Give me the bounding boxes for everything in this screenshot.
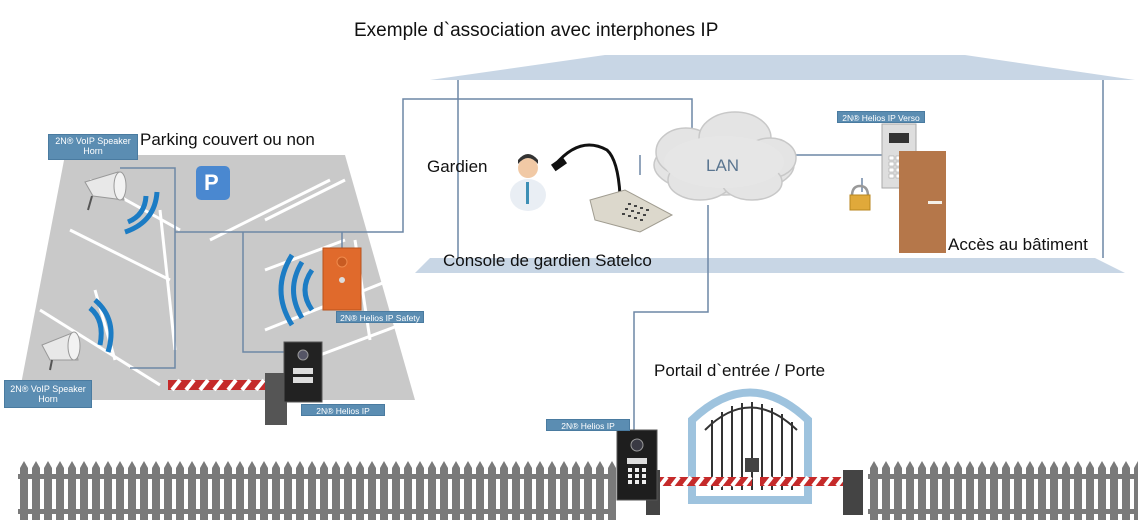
satelco-console-icon xyxy=(550,143,674,233)
tag-speaker-horn-bottom: 2N® VoIP Speaker Horn xyxy=(4,380,92,408)
tag-helios-force-gate: 2N® Helios IP Force xyxy=(546,419,630,441)
tag-speaker-bottom-line1: 2N® VoIP Speaker xyxy=(10,384,86,394)
network-lines xyxy=(120,98,882,430)
console-label: Console de gardien Satelco xyxy=(443,251,652,270)
tag-speaker-top-line2: Horn xyxy=(83,146,103,156)
wifi-waves-bottom xyxy=(88,298,114,353)
fence-right xyxy=(868,460,1138,522)
gate-barrier-arm-left xyxy=(655,477,752,486)
parking-label: Parking couvert ou non xyxy=(140,130,315,149)
speaker-horn-icon-bottom xyxy=(41,331,81,371)
parking-barrier-post xyxy=(265,373,287,425)
fence-left xyxy=(18,460,616,522)
tag-speaker-bottom-line2: Horn xyxy=(38,394,58,404)
tag-helios-force-parking: 2N® Helios IP Force xyxy=(301,404,385,426)
parking-sign-letter: P xyxy=(204,170,219,195)
parking-barrier-arm xyxy=(168,380,280,390)
tag-speaker-top-line1: 2N® VoIP Speaker xyxy=(55,136,131,146)
tag-helios-verso: 2N® Helios IP Verso xyxy=(837,111,925,123)
building-roof xyxy=(430,55,1135,80)
wifi-waves-safety xyxy=(278,253,315,327)
gate-label: Portail d`entrée / Porte xyxy=(654,361,826,380)
padlock-icon xyxy=(849,184,871,211)
gate-barrier-post-right xyxy=(843,470,863,515)
diagram-title: Exemple d`association avec interphones I… xyxy=(354,20,719,41)
guard-person-icon xyxy=(510,154,546,211)
building-floor xyxy=(415,258,1125,273)
parking-floor xyxy=(18,155,415,400)
tag-helios-safety: 2N® Helios IP Safety xyxy=(336,311,424,323)
parking-sign-bg xyxy=(196,166,230,200)
tag-speaker-horn-top: 2N® VoIP Speaker Horn xyxy=(48,134,138,160)
guard-label: Gardien xyxy=(427,157,488,176)
wifi-waves-top xyxy=(124,191,160,235)
speaker-horn-icon-top xyxy=(84,171,127,211)
lan-label: LAN xyxy=(706,156,740,175)
building-access-label: Accès au bâtiment xyxy=(948,235,1088,254)
